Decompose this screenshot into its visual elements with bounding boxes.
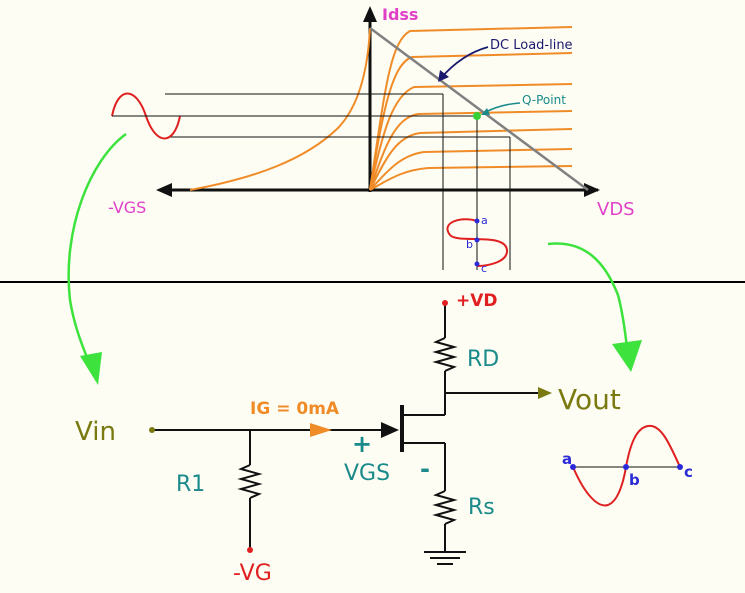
output-point-a-dot [570,464,576,470]
vgs-minus-sign: - [420,455,430,483]
load-line-label: DC Load-line [490,38,573,53]
q-point-pointer-head [481,108,490,115]
vout-label: Vout [558,383,621,416]
drain-curve-7 [369,165,573,191]
load-line-pointer-head [438,70,449,82]
rs-resistor [432,490,458,525]
graph-point-c-label: c [481,262,487,275]
graph-point-a-label: a [481,214,488,227]
output-mapping-arrow [547,242,629,349]
jfet-gate-arrow [381,422,399,438]
load-line-pointer [440,46,489,79]
graph-point-b-dot [474,237,480,243]
r1-label: R1 [176,472,205,497]
output-point-a-label: a [562,450,572,468]
drain-curve-4 [369,110,573,191]
ig-current-arrow [310,423,332,437]
dc-load-line [369,26,589,192]
vin-node [149,427,155,433]
neg-vgs-axis-arrowhead [156,183,172,197]
ig-label: IG = 0mA [250,399,340,419]
rd-label: RD [467,347,499,372]
output-mapping-arrowhead [612,340,642,372]
graph-point-a-dot [474,218,480,224]
projection-lines [165,93,510,138]
transfer-curve [189,27,371,191]
drain-curves [369,26,573,191]
drain-curve-2 [369,52,573,191]
idss-label: Idss [382,5,418,24]
rd-resistor [432,337,458,372]
output-vertical-sine [446,218,508,267]
supply-label: +VD [456,291,498,311]
output-waveform: a b c [562,424,693,507]
vg-label: -VG [233,561,272,586]
rs-label: Rs [468,495,495,520]
drain-curve-3 [369,83,573,191]
characteristic-graph: a b c Idss -VGS VDS DC Load-line Q-Point [108,5,635,275]
graph-point-c-dot [474,261,480,267]
circuit-schematic [153,305,540,565]
vg-node [247,547,253,553]
drain-curve-5 [369,128,573,191]
vout-arrowhead [538,387,552,399]
vin-label: Vin [75,417,116,447]
neg-vgs-label: -VGS [108,198,146,217]
r1-resistor [237,464,263,499]
mapping-arrows [67,132,629,361]
vds-label: VDS [597,199,635,220]
output-point-b-dot [623,464,629,470]
vgs-plus-sign: + [352,430,372,458]
id-axis-arrowhead [363,6,377,22]
drain-curve-6 [369,148,573,191]
vgs-label: VGS [344,461,390,486]
drop-lines [442,94,511,270]
supply-node [442,300,448,306]
q-point-marker [473,112,481,120]
q-point-label: Q-Point [522,93,566,107]
graph-point-b-label: b [466,238,473,251]
vds-axis-arrowhead [584,183,600,197]
output-point-c-dot [677,464,683,470]
input-mapping-arrowhead [80,352,102,385]
input-mapping-arrow [67,132,127,361]
output-point-b-label: b [629,471,640,489]
output-point-c-label: c [684,463,693,481]
